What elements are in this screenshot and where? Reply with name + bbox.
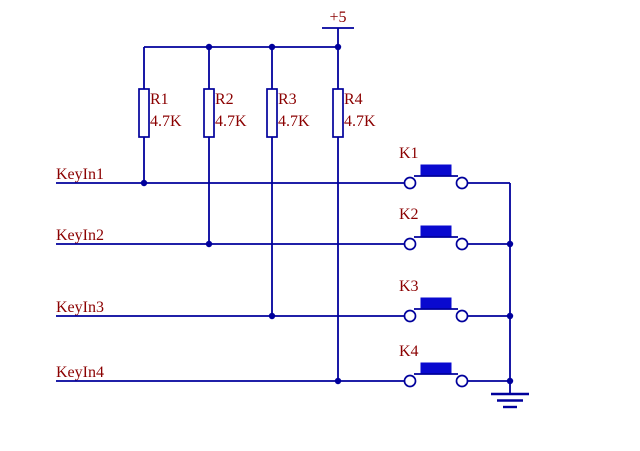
resistor-value: 4.7K bbox=[344, 113, 376, 130]
button-cap bbox=[420, 164, 452, 177]
resistor-name: R4 bbox=[344, 91, 363, 108]
resistor-name: R1 bbox=[150, 91, 169, 108]
button-label: K4 bbox=[399, 343, 419, 360]
button-cap bbox=[420, 297, 452, 310]
resistor-body bbox=[332, 88, 344, 138]
resistor-body bbox=[266, 88, 278, 138]
button-label: K3 bbox=[399, 278, 419, 295]
input-row-keyin3: KeyIn3 bbox=[56, 299, 404, 320]
button-terminal-left bbox=[403, 176, 417, 190]
resistor-r1: R1 4.7K bbox=[138, 47, 182, 183]
junction-dot bbox=[334, 377, 342, 385]
ground-net bbox=[491, 183, 529, 409]
resistor-value: 4.7K bbox=[278, 113, 310, 130]
button-label: K2 bbox=[399, 206, 419, 223]
input-row-keyin2: KeyIn2 bbox=[56, 227, 404, 248]
button-cap bbox=[420, 225, 452, 238]
resistor-r2: R2 4.7K bbox=[203, 47, 247, 244]
resistor-r3: R3 4.7K bbox=[266, 47, 310, 316]
resistor-body bbox=[203, 88, 215, 138]
button-terminal-right bbox=[455, 176, 469, 190]
button-terminal-left bbox=[403, 374, 417, 388]
button-label: K1 bbox=[399, 145, 419, 162]
button-terminal-right bbox=[455, 374, 469, 388]
resistor-name: R2 bbox=[215, 91, 234, 108]
resistor-value: 4.7K bbox=[215, 113, 247, 130]
resistor-body bbox=[138, 88, 150, 138]
resistor-value: 4.7K bbox=[150, 113, 182, 130]
pushbutton-k2: K2 bbox=[399, 206, 510, 251]
power-label: +5 bbox=[329, 9, 346, 26]
input-row-keyin4: KeyIn4 bbox=[56, 364, 404, 385]
pushbutton-k1: K1 bbox=[399, 145, 510, 190]
input-row-keyin1: KeyIn1 bbox=[56, 166, 404, 187]
junction-dot bbox=[205, 240, 213, 248]
net-label: KeyIn2 bbox=[56, 227, 104, 244]
net-label: KeyIn3 bbox=[56, 299, 104, 316]
power-port-5v: +5 bbox=[322, 9, 354, 47]
resistor-name: R3 bbox=[278, 91, 297, 108]
junction-dot bbox=[506, 240, 514, 248]
ground-symbol bbox=[491, 392, 529, 409]
resistor-r4: R4 4.7K bbox=[332, 47, 376, 381]
pushbutton-k3: K3 bbox=[399, 278, 510, 323]
junction-dot bbox=[268, 312, 276, 320]
net-label: KeyIn4 bbox=[56, 364, 104, 381]
junction-dot bbox=[140, 179, 148, 187]
junction-dot bbox=[506, 377, 514, 385]
pushbutton-k4: K4 bbox=[399, 343, 510, 388]
net-label: KeyIn1 bbox=[56, 166, 104, 183]
button-terminal-right bbox=[455, 309, 469, 323]
junction-dot bbox=[506, 312, 514, 320]
button-terminal-left bbox=[403, 309, 417, 323]
button-cap bbox=[420, 362, 452, 375]
button-terminal-left bbox=[403, 237, 417, 251]
button-terminal-right bbox=[455, 237, 469, 251]
